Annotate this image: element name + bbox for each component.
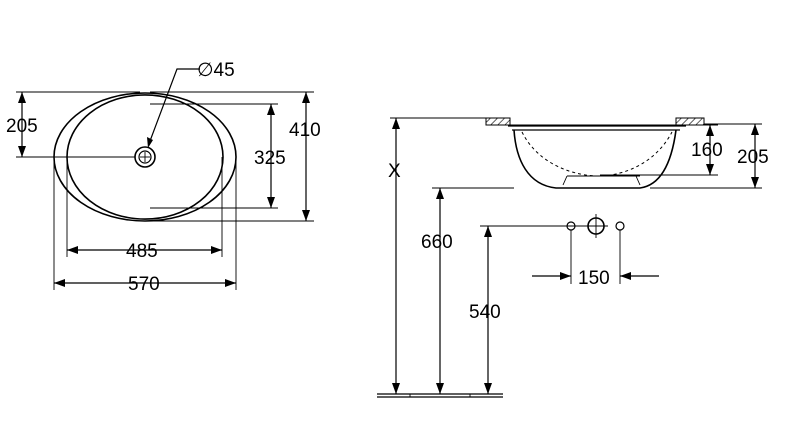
drain-diameter-label: ∅45 <box>197 60 235 81</box>
drain-leader-line <box>149 68 200 142</box>
dim-inner-depth: 325 <box>254 148 286 169</box>
top-view: ∅45 205 410 325 485 570 <box>6 60 321 295</box>
dim-tap-spacing: 150 <box>578 268 610 289</box>
dim-offset-depth: 205 <box>6 116 38 137</box>
side-view: 160 205 X 660 540 <box>377 117 769 398</box>
basin-bowl-profile <box>513 129 677 189</box>
dim-rim-height: 660 <box>421 232 453 253</box>
dim-inner-width: 485 <box>126 241 158 262</box>
countertop-left <box>485 117 511 126</box>
tap-connection-right <box>615 221 625 231</box>
basin-inner-dashed <box>521 131 673 177</box>
countertop-right <box>675 117 705 126</box>
dim-basin-depth: 160 <box>691 140 723 161</box>
dim-overall-depth: 410 <box>289 120 321 141</box>
dim-overall-width: 570 <box>128 274 160 295</box>
drain-inner-circle <box>138 150 152 164</box>
dim-basin-total-height: 205 <box>737 147 769 168</box>
dim-install-height: X <box>388 161 401 182</box>
dim-connection-height: 540 <box>469 302 501 323</box>
